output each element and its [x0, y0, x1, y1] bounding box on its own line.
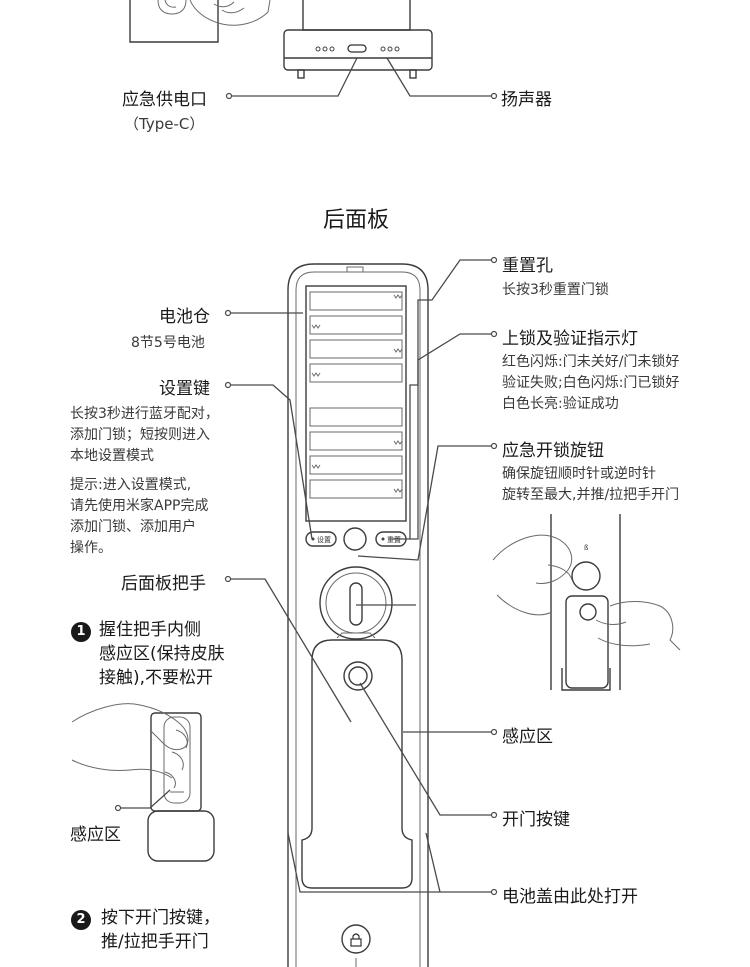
settings-tip-1: 提示:进入设置模式, [70, 477, 192, 493]
step-1-line-2: 感应区(保持皮肤 [99, 644, 225, 664]
settings-tip-2: 请先使用米家APP完成 [70, 498, 209, 514]
step-1-line-1: 握住把手内侧 [99, 620, 201, 640]
settings-tip-3: 添加门锁、添加用户 [70, 519, 196, 535]
battery-bay-sub: 8节5号电池 [131, 335, 205, 351]
emergency-knob-label: 应急开锁旋钮 [502, 441, 604, 461]
emergency-power-label: 应急供电口 [122, 90, 207, 110]
settings-desc-3: 本地设置模式 [70, 448, 154, 464]
rear-handle-label: 后面板把手 [121, 574, 206, 594]
svg-text:ß: ß [584, 544, 589, 552]
step-1-line-3: 接触),不要松开 [99, 668, 214, 688]
lock-icon [350, 933, 362, 947]
lock-indicator-label: 上锁及验证指示灯 [502, 329, 638, 349]
section-title: 后面板 [323, 208, 390, 233]
sense-area-right-label: 感应区 [502, 727, 553, 747]
emergency-power-sub: （Type-C） [124, 115, 205, 133]
front-panel-bottom [283, 0, 433, 79]
open-button-label: 开门按键 [502, 810, 570, 830]
hand-illustration-icon [129, 0, 271, 43]
battery-bay-label: 电池仓 [159, 307, 210, 327]
hand-illustration-icon: ß [492, 514, 681, 691]
speaker-label: 扬声器 [501, 90, 552, 110]
battery-cover-label: 电池盖由此处打开 [502, 887, 638, 907]
battery-spring-icon [309, 291, 403, 499]
step-2-badge: 2 [71, 910, 91, 930]
reset-hole-label: 重置孔 [502, 256, 553, 276]
emergency-knob-sub-1: 确保旋钮顺时针或逆时针 [502, 466, 656, 482]
settings-key-label: 设置键 [159, 379, 210, 399]
settings-tip-4: 操作。 [70, 540, 112, 556]
reset-hole-sub: 长按3秒重置门锁 [502, 282, 609, 298]
sense-area-left-label: 感应区 [70, 825, 121, 845]
rear-panel: 设置 重置 [287, 263, 429, 967]
step-2-line-1: 按下开门按键， [101, 908, 220, 928]
settings-desc-2: 添加门锁；短按则进入 [70, 427, 210, 443]
settings-btn-label: 设置 [317, 535, 331, 544]
step-1-badge: 1 [71, 622, 91, 642]
settings-desc-1: 长按3秒进行蓝牙配对， [70, 406, 219, 422]
emergency-knob-sub-2: 旋转至最大,并推/拉把手开门 [502, 487, 680, 503]
type-c-port-icon [347, 44, 367, 53]
reset-btn-label: 重置 [387, 536, 401, 544]
step-2-line-2: 推/拉把手开门 [101, 932, 209, 952]
lock-indicator-sub-2: 验证失败;白色闪烁:门已锁好 [502, 375, 680, 391]
lock-indicator-sub-3: 白色长亮:验证成功 [502, 396, 619, 412]
hand-illustration-icon [71, 703, 215, 862]
lock-indicator-sub-1: 红色闪烁:门未关好/门未锁好 [502, 354, 680, 370]
